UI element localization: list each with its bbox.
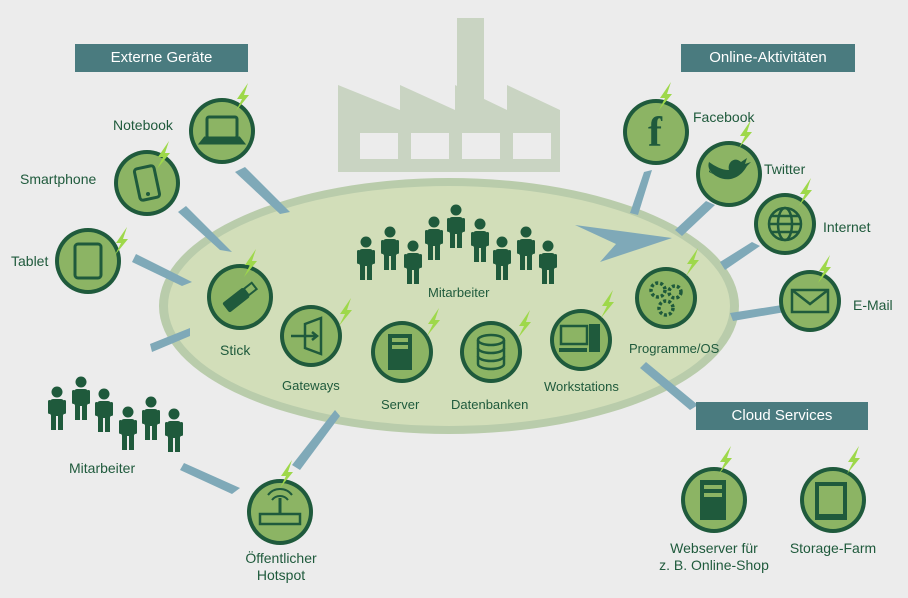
arrow-smartphone — [178, 206, 232, 252]
arrow-cloud — [640, 362, 698, 410]
connection-arrows — [132, 167, 785, 494]
server-icon — [388, 334, 412, 370]
label-server: Server — [381, 397, 420, 412]
arrow-big — [575, 225, 672, 262]
webserver-node — [681, 446, 747, 533]
programs-node — [635, 248, 699, 329]
arrow-stick — [150, 328, 190, 352]
label-notebook: Notebook — [113, 117, 173, 133]
twitter-node — [696, 120, 762, 207]
arrow-facebook — [630, 170, 652, 215]
database-icon — [476, 333, 506, 371]
tablet-node — [55, 227, 128, 294]
notebook-node — [189, 83, 255, 164]
storage-farm-node — [800, 446, 866, 533]
arrow-notebook — [235, 167, 290, 214]
arrow-hotspot-gateways — [292, 410, 340, 470]
twitter-bird-icon — [708, 158, 751, 180]
label-programs: Programme/OS — [629, 341, 720, 356]
internet-node — [754, 178, 816, 255]
arrow-employees-hotspot — [180, 463, 240, 494]
arrow-twitter — [675, 201, 715, 236]
label-stick: Stick — [220, 342, 251, 358]
label-internet: Internet — [823, 219, 871, 235]
label-hotspot-line1: Öffentlicher — [245, 550, 317, 566]
label-employees-outside: Mitarbeiter — [69, 460, 136, 476]
router-icon — [258, 488, 302, 526]
label-tablet: Tablet — [11, 253, 49, 269]
label-facebook: Facebook — [693, 109, 755, 125]
databases-node — [460, 310, 531, 383]
factory-icon — [338, 18, 560, 172]
gears-icon — [649, 281, 683, 317]
label-email: E-Mail — [853, 297, 893, 313]
tablet-icon — [73, 242, 103, 280]
envelope-icon — [790, 288, 830, 314]
usb-stick-icon — [222, 281, 259, 313]
stick-node — [207, 249, 273, 330]
label-databases: Datenbanken — [451, 397, 529, 412]
label-employees-inside: Mitarbeiter — [428, 285, 490, 300]
label-twitter: Twitter — [764, 161, 806, 177]
facebook-icon: f — [648, 110, 663, 156]
server-node — [371, 308, 440, 383]
label-workstations: Workstations — [544, 379, 619, 394]
smartphone-node — [114, 141, 180, 216]
label-hotspot-line2: Hotspot — [256, 567, 306, 583]
header-cloud-services: Cloud Services — [696, 402, 868, 430]
workstation-icon — [559, 324, 600, 352]
facebook-node: f — [623, 82, 689, 165]
label-storage-farm: Storage-Farm — [789, 540, 877, 556]
globe-icon — [767, 206, 803, 242]
server-icon — [700, 480, 726, 520]
gateway-icon — [291, 316, 323, 356]
label-gateways: Gateways — [282, 378, 340, 393]
employees-group-outside — [48, 376, 183, 452]
hotspot-node — [247, 460, 313, 545]
label-webserver-line2: z. B. Online-Shop — [659, 557, 769, 573]
lightning-icon — [847, 446, 860, 474]
workstations-node — [550, 290, 614, 371]
arrow-internet — [720, 242, 760, 270]
arrow-tablet — [132, 254, 192, 286]
label-webserver-line1: Webserver für — [670, 540, 758, 556]
storage-icon — [815, 482, 847, 520]
smartphone-icon — [132, 164, 162, 202]
email-node — [779, 255, 841, 332]
gateways-node — [280, 298, 352, 367]
laptop-icon — [197, 115, 247, 145]
label-smartphone: Smartphone — [20, 171, 97, 187]
arrow-email — [730, 305, 785, 321]
header-external-devices: Externe Geräte — [75, 44, 248, 72]
header-online-activities: Online-Aktivitäten — [681, 44, 855, 72]
